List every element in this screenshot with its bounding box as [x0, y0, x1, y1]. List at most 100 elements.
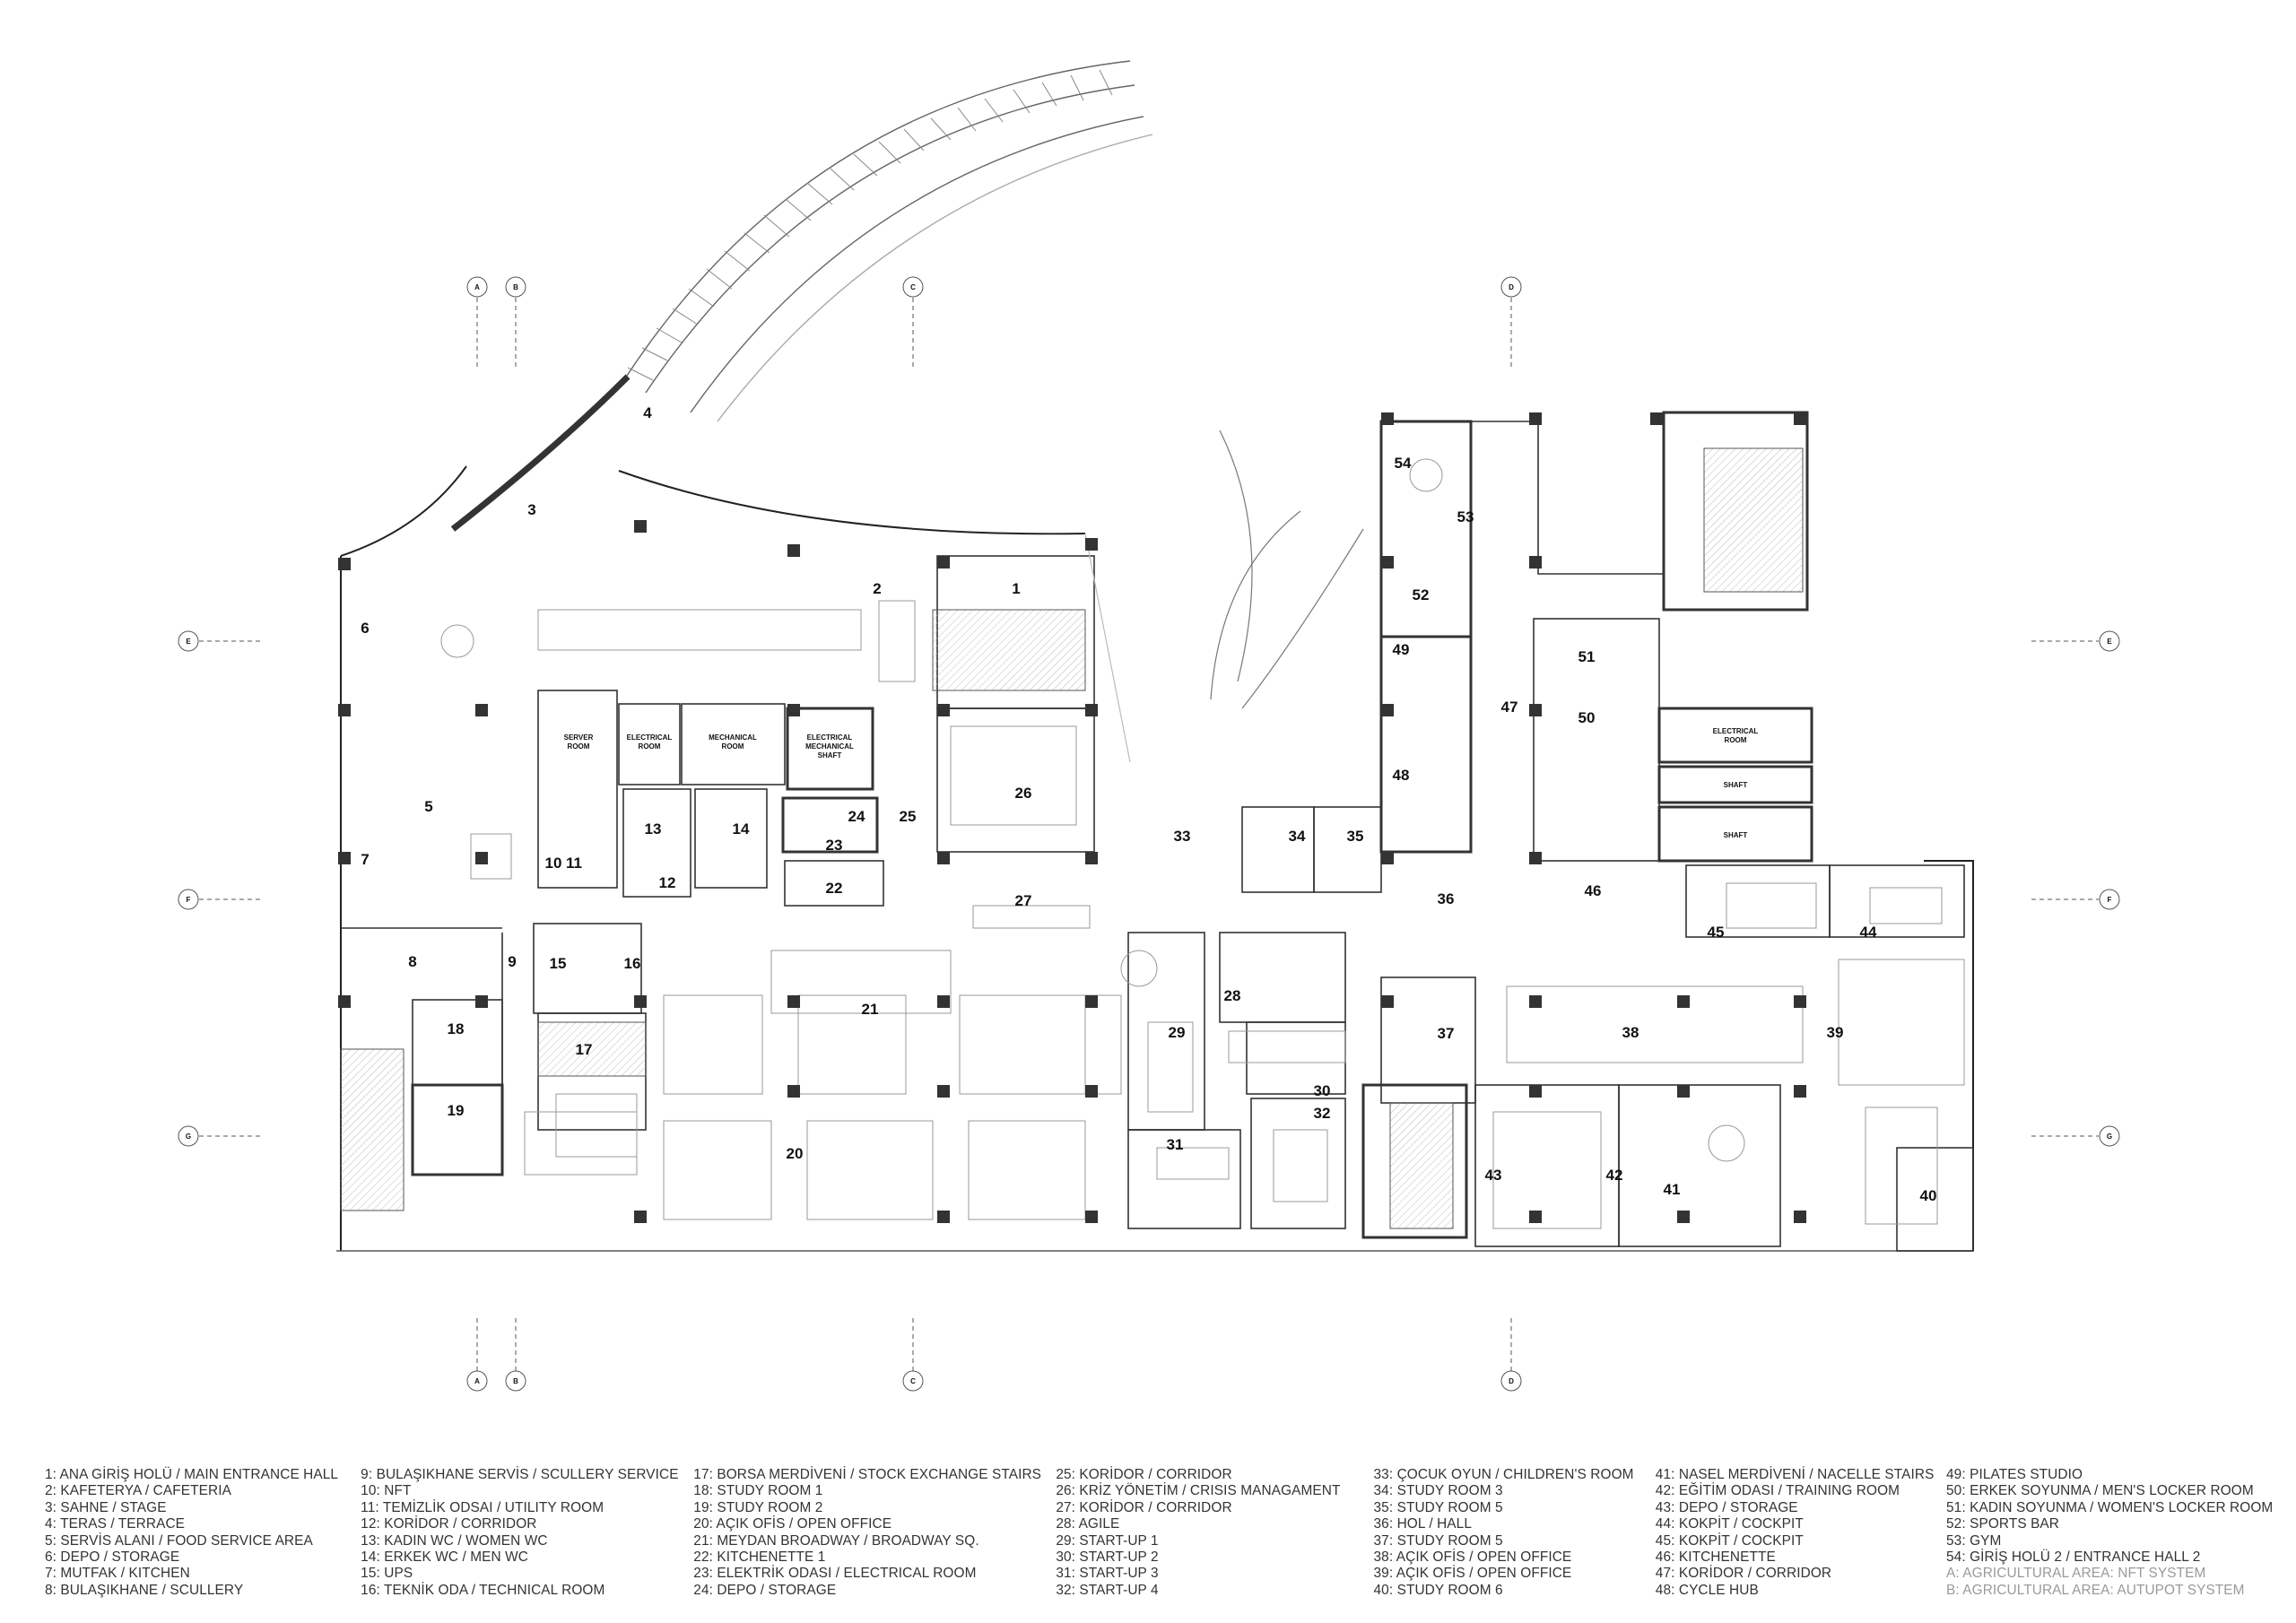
room-number: 14 [733, 820, 750, 838]
room-number: 17 [576, 1041, 593, 1058]
legend-item: 6: DEPO / STORAGE [45, 1549, 180, 1566]
grid-label: A [474, 283, 480, 291]
legend-item: 26: KRİZ YÖNETİM / CRISIS MANAGAMENT [1056, 1483, 1341, 1499]
grid-label: A [474, 1377, 480, 1385]
legend-item: 36: HOL / HALL [1373, 1516, 1472, 1532]
grid-marker-left-f: F [178, 889, 260, 910]
legend-item: 38: AÇIK OFİS / OPEN OFFICE [1373, 1549, 1572, 1566]
grid-label: G [186, 1133, 191, 1141]
grid-label: G [2107, 1133, 2112, 1141]
legend-item: 24: DEPO / STORAGE [693, 1582, 837, 1598]
legend-item: 44: KOKPİT / COCKPIT [1655, 1516, 1804, 1532]
grid-marker-right-f: F [2031, 889, 2120, 910]
grid-marker-top-d: D [1500, 276, 1522, 368]
legend-item: 54: GİRİŞ HOLÜ 2 / ENTRANCE HALL 2 [1946, 1549, 2201, 1566]
floor-plan: A B C D A B C D E [178, 60, 2120, 1392]
room-number: 22 [826, 880, 843, 897]
room-number: 21 [862, 1001, 879, 1018]
room-number: 40 [1920, 1187, 1937, 1204]
furniture [440, 458, 1965, 1229]
legend-item: 10: NFT [361, 1483, 412, 1499]
legend-item: 53: GYM [1946, 1532, 2002, 1549]
room-number: 41 [1664, 1181, 1681, 1198]
mechanical-room-label: MECHANICAL [709, 733, 757, 742]
grid-label: B [513, 1377, 518, 1385]
legend-item: 40: STUDY ROOM 6 [1373, 1582, 1503, 1598]
grid-marker-top-b: B [505, 276, 526, 368]
legend-item: 34: STUDY ROOM 3 [1373, 1483, 1503, 1499]
legend-item: 35: STUDY ROOM 5 [1373, 1499, 1503, 1515]
room-number: 13 [645, 820, 662, 838]
grid-label: E [186, 638, 191, 646]
legend-item: 25: KORİDOR / CORRIDOR [1056, 1467, 1232, 1482]
room-number: 51 [1578, 648, 1596, 665]
room-number: 52 [1413, 586, 1430, 603]
legend-item: 11: TEMİZLİK ODSAI / UTILITY ROOM [361, 1499, 604, 1515]
room-number: 23 [826, 837, 843, 854]
legend-item: 45: KOKPİT / COCKPIT [1655, 1532, 1804, 1549]
legend-item: 1: ANA GİRİŞ HOLÜ / MAIN ENTRANCE HALL [45, 1467, 339, 1482]
grid-marker-top-c: C [902, 276, 924, 368]
legend-item: 30: START-UP 2 [1056, 1549, 1159, 1566]
grid-marker-right-e: E [2031, 630, 2120, 652]
legend-item: 39: AÇIK OFİS / OPEN OFFICE [1373, 1566, 1572, 1582]
room-number: 47 [1501, 699, 1518, 716]
legend-item: 19: STUDY ROOM 2 [693, 1499, 823, 1515]
room-number: 49 [1393, 641, 1410, 658]
legend-item: 43: DEPO / STORAGE [1655, 1499, 1798, 1515]
legend-column: 41: NASEL MERDİVENİ / NACELLE STAIRS 42:… [1656, 1467, 1946, 1610]
legend-item: 14: ERKEK WC / MEN WC [361, 1549, 528, 1566]
room-number: 37 [1438, 1025, 1455, 1042]
room-number: 8 [408, 953, 416, 970]
grid-marker-bottom-c: C [902, 1318, 924, 1392]
grid-marker-top-a: A [466, 276, 488, 368]
grid-label: F [2108, 896, 2112, 904]
legend-item: 18: STUDY ROOM 1 [693, 1483, 823, 1499]
room-number: 3 [527, 501, 535, 518]
server-room-label: ROOM [568, 742, 590, 751]
stairs [340, 447, 1804, 1229]
partitions-right [936, 411, 1974, 1252]
room-number: 53 [1457, 508, 1474, 525]
legend: 1: ANA GİRİŞ HOLÜ / MAIN ENTRANCE HALL 2… [45, 1467, 2273, 1610]
legend-item: 33: ÇOCUK OYUN / CHILDREN'S ROOM [1373, 1467, 1634, 1482]
legend-item: 49: PILATES STUDIO [1946, 1467, 2083, 1482]
grid-marker-bottom-b: B [505, 1318, 526, 1392]
legend-item: A: AGRICULTURAL AREA: NFT SYSTEM [1946, 1566, 2206, 1582]
room-number: 27 [1015, 892, 1032, 909]
terrace-canopy [450, 60, 1153, 532]
room-number: 18 [448, 1020, 465, 1037]
legend-item: 9: BULAŞIKHANE SERVİS / SCULLERY SERVICE [361, 1467, 679, 1482]
atrium-curve [1084, 430, 1364, 763]
grid-marker-bottom-d: D [1500, 1318, 1522, 1392]
room-number: 2 [873, 580, 881, 597]
legend-column: 49: PILATES STUDIO 50: ERKEK SOYUNMA / M… [1946, 1467, 2273, 1610]
grid-marker-bottom-a: A [466, 1318, 488, 1392]
grid-marker-left-e: E [178, 630, 260, 652]
shaft-label: ELECTRICAL [807, 733, 853, 742]
room-number: 42 [1606, 1167, 1623, 1184]
legend-item: 7: MUTFAK / KITCHEN [45, 1566, 190, 1582]
server-room-label: SERVER [564, 733, 594, 742]
legend-column: 9: BULAŞIKHANE SERVİS / SCULLERY SERVICE… [361, 1467, 693, 1610]
grid-label: C [910, 1377, 916, 1385]
inner-room-labels: SERVER ROOM ELECTRICAL ROOM MECHANICAL R… [564, 727, 1759, 839]
legend-item: 29: START-UP 1 [1056, 1532, 1159, 1549]
room-number: 36 [1438, 890, 1455, 907]
legend-item: 23: ELEKTRİK ODASI / ELECTRICAL ROOM [693, 1566, 977, 1582]
legend-item: 8: BULAŞIKHANE / SCULLERY [45, 1582, 244, 1598]
room-number: 34 [1289, 828, 1306, 845]
partitions-left [341, 690, 884, 1176]
room-number: 32 [1314, 1105, 1331, 1122]
room-number: 24 [848, 808, 865, 825]
legend-item: B: AGRICULTURAL AREA: AUTUPOT SYSTEM [1946, 1582, 2245, 1598]
room-numbers: 1 2 3 4 5 6 7 8 9 10 11 12 13 14 15 16 1… [361, 404, 1936, 1204]
room-number: 19 [448, 1102, 465, 1119]
room-number: 6 [361, 620, 369, 637]
grid-label: F [187, 896, 191, 904]
legend-item: 21: MEYDAN BROADWAY / BROADWAY SQ. [693, 1532, 979, 1549]
grid-label: D [1509, 283, 1514, 291]
legend-item: 46: KITCHENETTE [1655, 1549, 1776, 1566]
electrical-room-label: ROOM [639, 742, 661, 751]
legend-item: 42: EĞİTİM ODASI / TRAINING ROOM [1655, 1483, 1900, 1499]
